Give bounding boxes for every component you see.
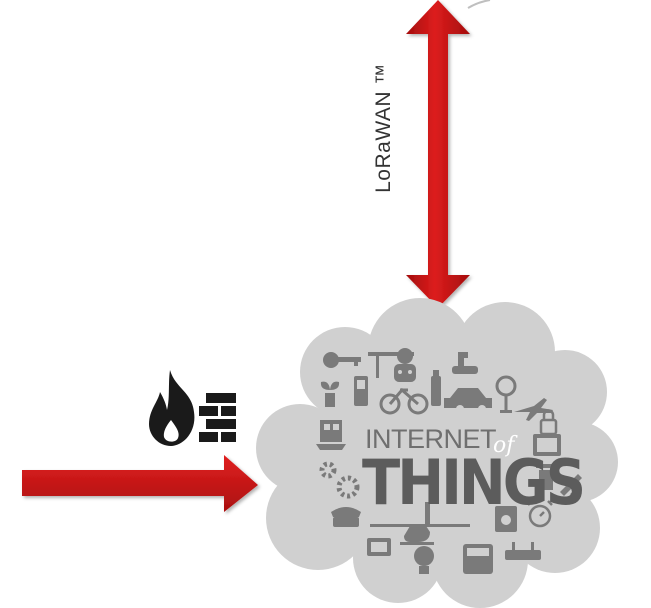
inbound-arrow	[22, 455, 258, 512]
camera-icon	[495, 506, 517, 532]
key-icon	[323, 352, 361, 368]
plug-icon	[560, 474, 582, 497]
gear-icon	[319, 461, 360, 499]
robot-icon	[394, 348, 416, 382]
airplane-icon	[514, 398, 553, 421]
faucet-icon	[452, 352, 478, 374]
bulb-icon	[414, 546, 434, 574]
stopwatch-icon	[527, 500, 553, 528]
telephone-icon	[331, 507, 361, 527]
iot-word-internet: INTERNET	[365, 424, 497, 454]
tv-icon	[367, 538, 391, 556]
bottle-icon	[431, 370, 441, 406]
lorawan-double-arrow	[406, 0, 470, 308]
lamp-icon	[368, 352, 414, 378]
iot-word-of: of	[493, 433, 515, 458]
bus-icon	[463, 544, 493, 574]
trash-icon	[536, 464, 556, 490]
plant-icon	[320, 381, 340, 407]
monitor-icon	[533, 434, 561, 456]
iot-word-things: THINGS	[362, 447, 586, 520]
car-icon	[444, 388, 492, 413]
train-icon	[316, 420, 346, 450]
router-icon	[505, 542, 541, 560]
bicycle-icon	[379, 387, 429, 415]
fan-icon	[495, 375, 517, 413]
helicopter-icon	[370, 502, 470, 545]
phone-icon	[354, 376, 368, 406]
